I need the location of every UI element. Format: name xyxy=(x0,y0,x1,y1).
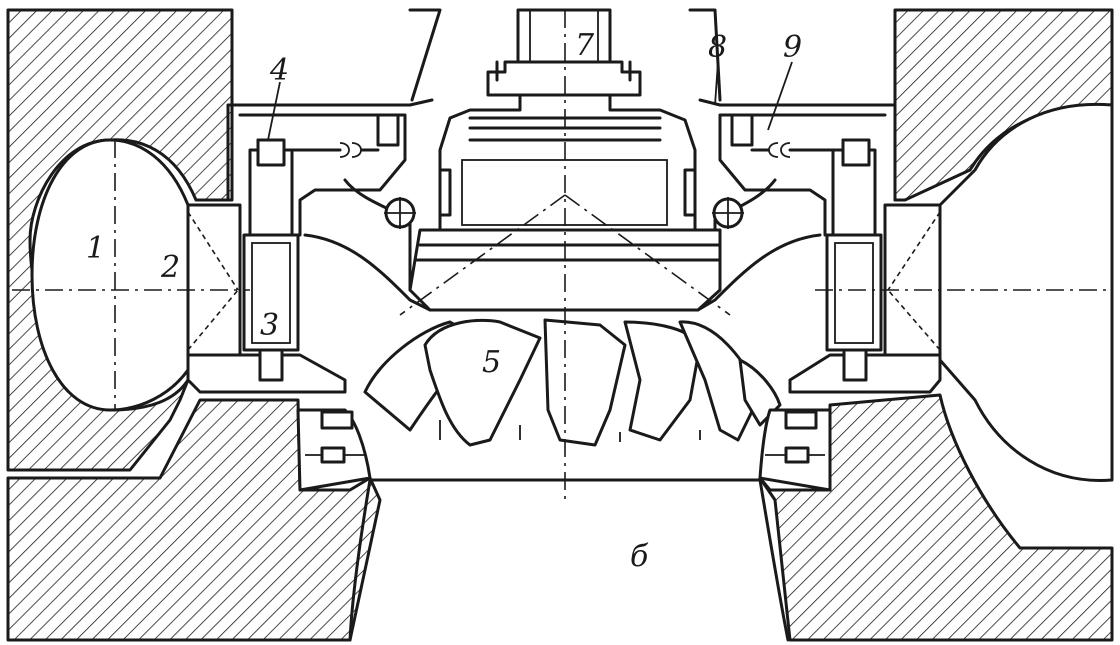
runner-hub xyxy=(408,228,722,312)
guide-vane-right xyxy=(825,233,883,352)
concrete-left-lower xyxy=(6,398,382,642)
runner-blades xyxy=(363,318,782,447)
vane-lever-right xyxy=(841,138,871,167)
label-volute: 1 xyxy=(86,231,105,266)
stay-ring-right xyxy=(883,203,942,357)
label-vane-lever: 4 xyxy=(269,53,289,88)
label-servomotor: 8 xyxy=(708,30,727,65)
draft-tube xyxy=(348,478,790,642)
servomotor-link-right xyxy=(730,113,754,147)
label-stay-vanes: 2 xyxy=(160,250,180,285)
top-cover-right xyxy=(696,98,897,312)
label-shaft: 7 xyxy=(575,28,595,63)
concrete-left-upper xyxy=(6,8,234,472)
shaft-flange xyxy=(486,60,642,97)
bearing-body xyxy=(438,93,697,232)
vane-lever-left xyxy=(256,138,286,167)
volute-right xyxy=(938,102,1114,482)
top-cover-left xyxy=(226,98,434,312)
volute-left xyxy=(30,138,190,412)
label-draft-tube: б xyxy=(630,539,649,574)
label-turbine-cover: 9 xyxy=(783,30,802,65)
shaft-housing-left xyxy=(408,8,442,102)
servomotor-link-left xyxy=(376,113,400,147)
label-guide-vanes: 3 xyxy=(260,308,279,343)
concrete-right-lower xyxy=(758,393,1114,642)
label-runner: 5 xyxy=(482,345,501,380)
